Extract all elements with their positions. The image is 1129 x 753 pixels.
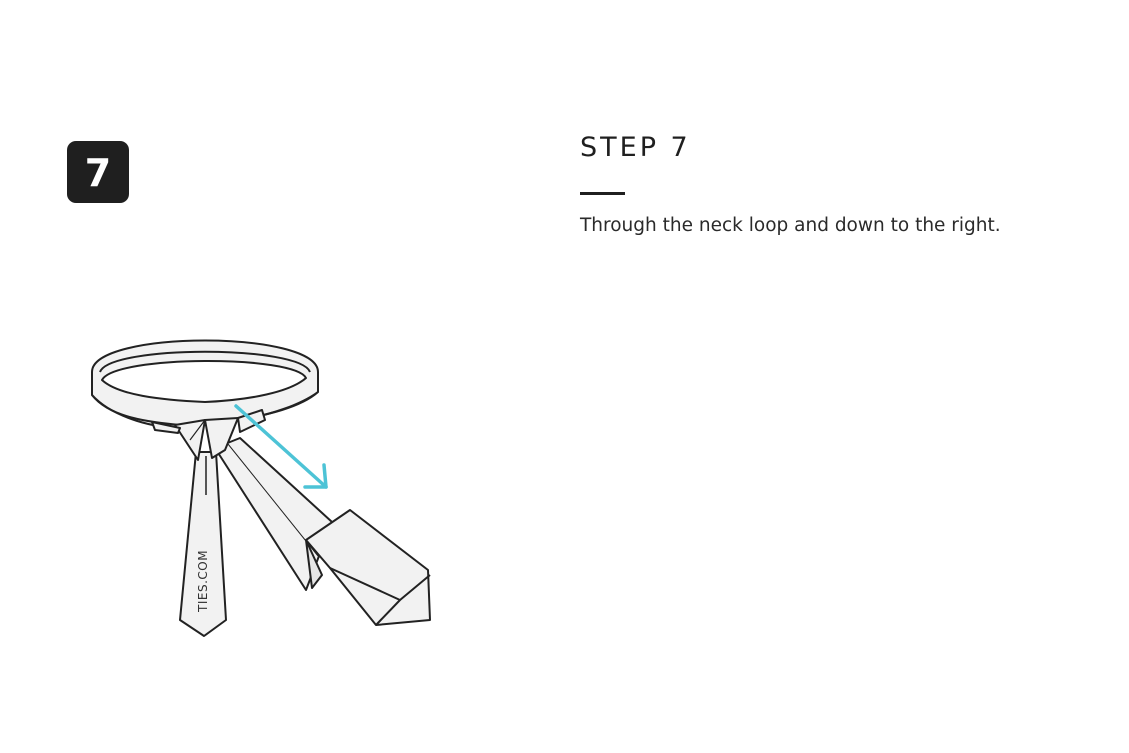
step-description: Through the neck loop and down to the ri…	[580, 215, 1001, 236]
tie-illustration: TIES.COM	[80, 325, 440, 645]
wide-blade	[214, 437, 431, 626]
direction-arrow-icon	[234, 404, 328, 489]
step-title: STEP 7	[580, 132, 691, 163]
step-number-badge: 7	[67, 141, 129, 203]
neck-loop	[91, 339, 319, 429]
knot	[151, 409, 266, 461]
title-divider	[580, 192, 625, 195]
ties-watermark: TIES.COM	[196, 550, 210, 613]
